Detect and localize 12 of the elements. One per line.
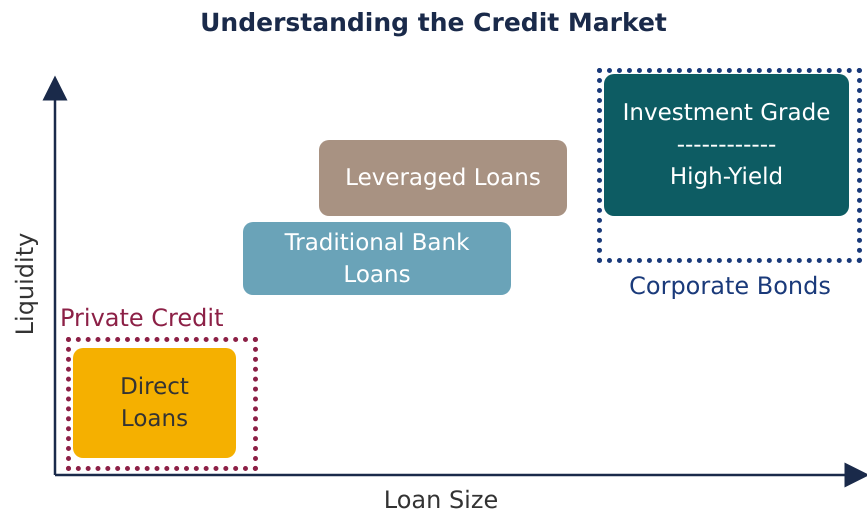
category-box: Traditional Bank Loans (243, 222, 511, 295)
group-heading: Corporate Bonds (628, 271, 832, 302)
axis-title: Loan Size (382, 485, 500, 513)
box-text: ------------ (676, 131, 776, 160)
axis-title: Liquidity (10, 232, 40, 338)
category-box: Leveraged Loans (319, 140, 567, 216)
box-text: Investment Grade (622, 99, 830, 128)
category-box: Direct Loans (73, 348, 236, 458)
chart-title: Understanding the Credit Market (199, 8, 668, 37)
box-text: High-Yield (670, 163, 784, 192)
category-box (604, 74, 849, 216)
group-heading: Private Credit (60, 303, 224, 334)
